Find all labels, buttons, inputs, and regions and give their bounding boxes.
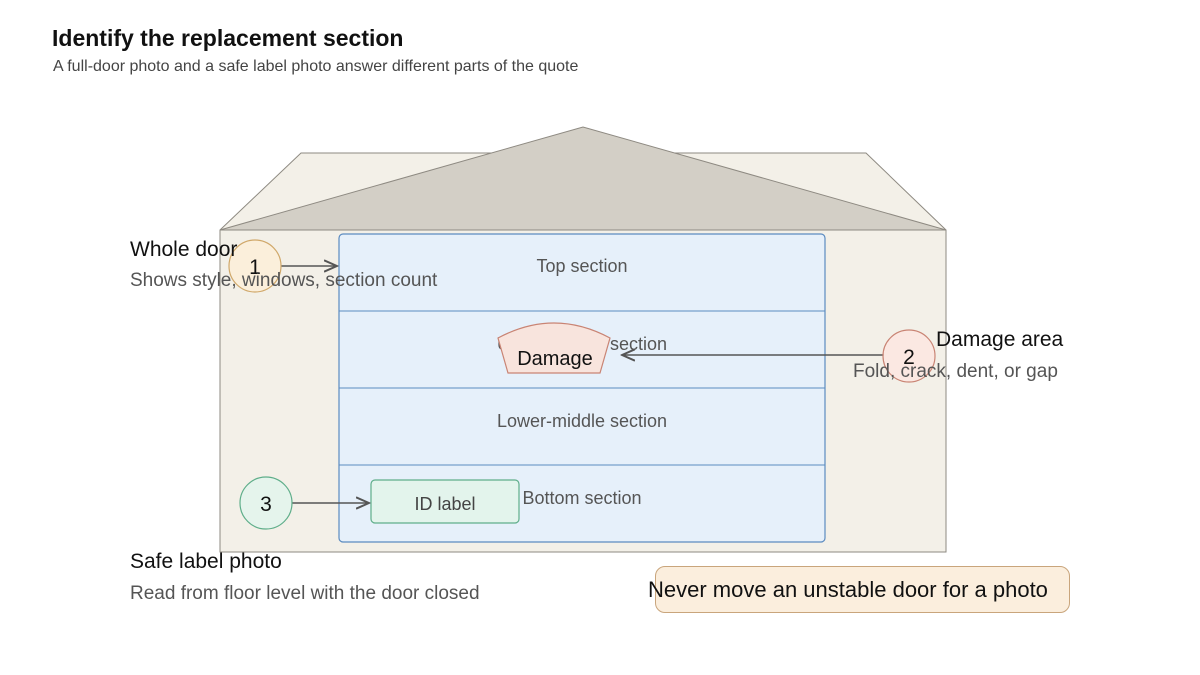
garage-roof — [219, 126, 947, 231]
door-section-lower-middle: Lower-middle section — [497, 411, 667, 431]
door-section-top: Top section — [536, 256, 627, 276]
damage-label: Damage — [517, 348, 593, 370]
id-label-text: ID label — [414, 494, 475, 514]
callout-1-description: Shows style, windows, section count — [130, 270, 438, 291]
callout-2-number: 2 — [903, 346, 915, 369]
callout-3-circle — [239, 476, 293, 530]
callout-2-title: Damage area — [936, 328, 1064, 351]
warning-note-box — [655, 566, 1070, 613]
callout-2-circle — [882, 329, 936, 383]
page-subtitle: A full-door photo and a safe label photo… — [53, 58, 579, 75]
damage-patch — [497, 322, 611, 374]
callout-2-description: Fold, crack, dent, or gap — [853, 361, 1058, 382]
id-label-box — [370, 479, 520, 524]
callout-3-description: Read from floor level with the door clos… — [130, 583, 480, 604]
door-section-bottom: Bottom section — [522, 488, 641, 508]
callout-3-title: Safe label photo — [130, 550, 282, 573]
callout-3-number: 3 — [260, 493, 272, 516]
callout-1-circle — [228, 239, 282, 293]
page-title: Identify the replacement section — [52, 25, 404, 51]
callout-1-title: Whole door — [130, 238, 238, 261]
warning-note-text: Never move an unstable door for a photo — [648, 577, 1048, 602]
callout-1-number: 1 — [249, 256, 261, 279]
